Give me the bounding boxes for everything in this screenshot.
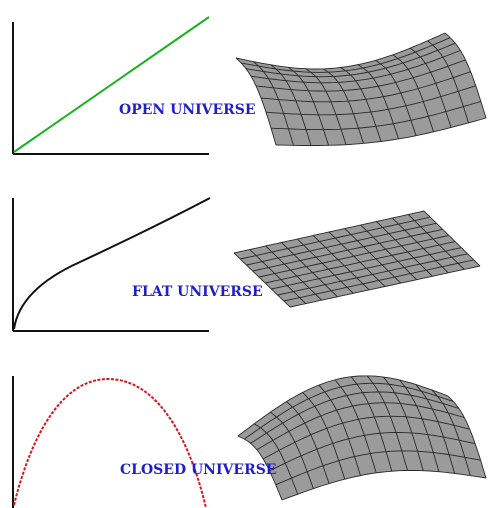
flat-expansion-curve <box>13 197 211 330</box>
open-saddle-mesh-gridline <box>340 67 382 142</box>
open-saddle-mesh-gridline <box>375 60 417 136</box>
closed-universe-panel: CLOSED UNIVERSE <box>12 375 487 508</box>
closed-sphere-mesh-gridline <box>270 411 314 489</box>
flat-universe-label: FLAT UNIVERSE <box>132 284 263 300</box>
open-saddle-mesh-gridline <box>392 54 434 132</box>
open-universe-panel: OPEN UNIVERSE <box>12 16 487 155</box>
closed-sphere-mesh-gridline <box>244 382 454 440</box>
flat-plane-surface <box>233 210 481 308</box>
open-saddle-mesh-gridline <box>322 68 364 144</box>
open-saddle-mesh-gridline <box>357 64 399 140</box>
closed-sphere-mesh-gridline <box>350 376 393 472</box>
closed-sphere-mesh-gridline <box>383 376 424 471</box>
closed-sphere-mesh-gridline <box>431 389 471 476</box>
flat-plane-mesh-gridline <box>296 238 354 294</box>
flat-plane-mesh-gridline <box>344 228 402 284</box>
flat-plane-mesh-gridline <box>391 217 449 274</box>
closed-sphere-mesh-gridline <box>237 435 283 501</box>
flat-plane-mesh-gridline <box>233 252 291 308</box>
closed-sphere-mesh-gridline <box>281 470 487 501</box>
closed-sphere-mesh-gridline <box>237 375 449 437</box>
flat-plane-mesh-gridline <box>328 231 386 287</box>
open-saddle-mesh-gridline <box>270 64 312 146</box>
closed-expansion-curve <box>13 377 207 508</box>
open-universe-graph <box>12 16 210 155</box>
flat-universe-panel: FLAT UNIVERSE <box>12 197 481 332</box>
closed-sphere-surface <box>237 375 487 501</box>
closed-sphere-mesh-gridline <box>275 450 481 486</box>
open-expansion-curve <box>13 16 210 153</box>
open-universe-label: OPEN UNIVERSE <box>119 102 256 118</box>
open-saddle-mesh-gridline <box>253 61 294 146</box>
flat-plane-mesh-gridline <box>376 221 433 277</box>
flat-plane-mesh-gridline <box>281 242 338 298</box>
open-saddle-surface <box>235 32 487 146</box>
closed-sphere-mesh-gridline <box>250 391 460 444</box>
flat-plane-mesh-gridline <box>407 214 465 270</box>
closed-sphere-mesh-gridline <box>366 375 408 471</box>
flat-plane-mesh-gridline <box>249 249 307 304</box>
closed-universe-graph <box>12 376 207 508</box>
flat-plane-mesh-gridline <box>312 235 370 291</box>
closed-sphere-mesh-gridline <box>415 384 456 474</box>
closed-sphere-mesh-gridline <box>399 379 440 472</box>
flat-plane-mesh-gridline <box>265 245 323 301</box>
closed-sphere-mesh-gridline <box>269 432 476 472</box>
closed-universe-label: CLOSED UNIVERSE <box>120 462 276 478</box>
open-saddle-mesh-gridline <box>288 66 329 146</box>
closed-sphere-mesh-gridline <box>256 402 465 451</box>
open-saddle-mesh-gridline <box>444 32 487 119</box>
closed-sphere-mesh-gridline <box>262 415 470 460</box>
open-saddle-mesh-gridline <box>409 47 452 128</box>
open-saddle-mesh-gridline <box>235 57 277 146</box>
flat-universe-graph <box>12 197 211 332</box>
closed-sphere-mesh-gridline <box>318 384 361 476</box>
open-saddle-mesh-gridline <box>427 40 469 123</box>
flat-plane-mesh-gridline <box>423 210 481 267</box>
closed-sphere-mesh-gridline <box>447 395 487 479</box>
closed-sphere-mesh-gridline <box>253 423 299 495</box>
closed-sphere-mesh-gridline <box>302 392 346 480</box>
closed-sphere-mesh-gridline <box>286 401 330 484</box>
flat-plane-mesh-gridline <box>360 224 418 281</box>
closed-sphere-mesh-gridline <box>334 379 377 474</box>
open-saddle-mesh-gridline <box>305 68 347 145</box>
